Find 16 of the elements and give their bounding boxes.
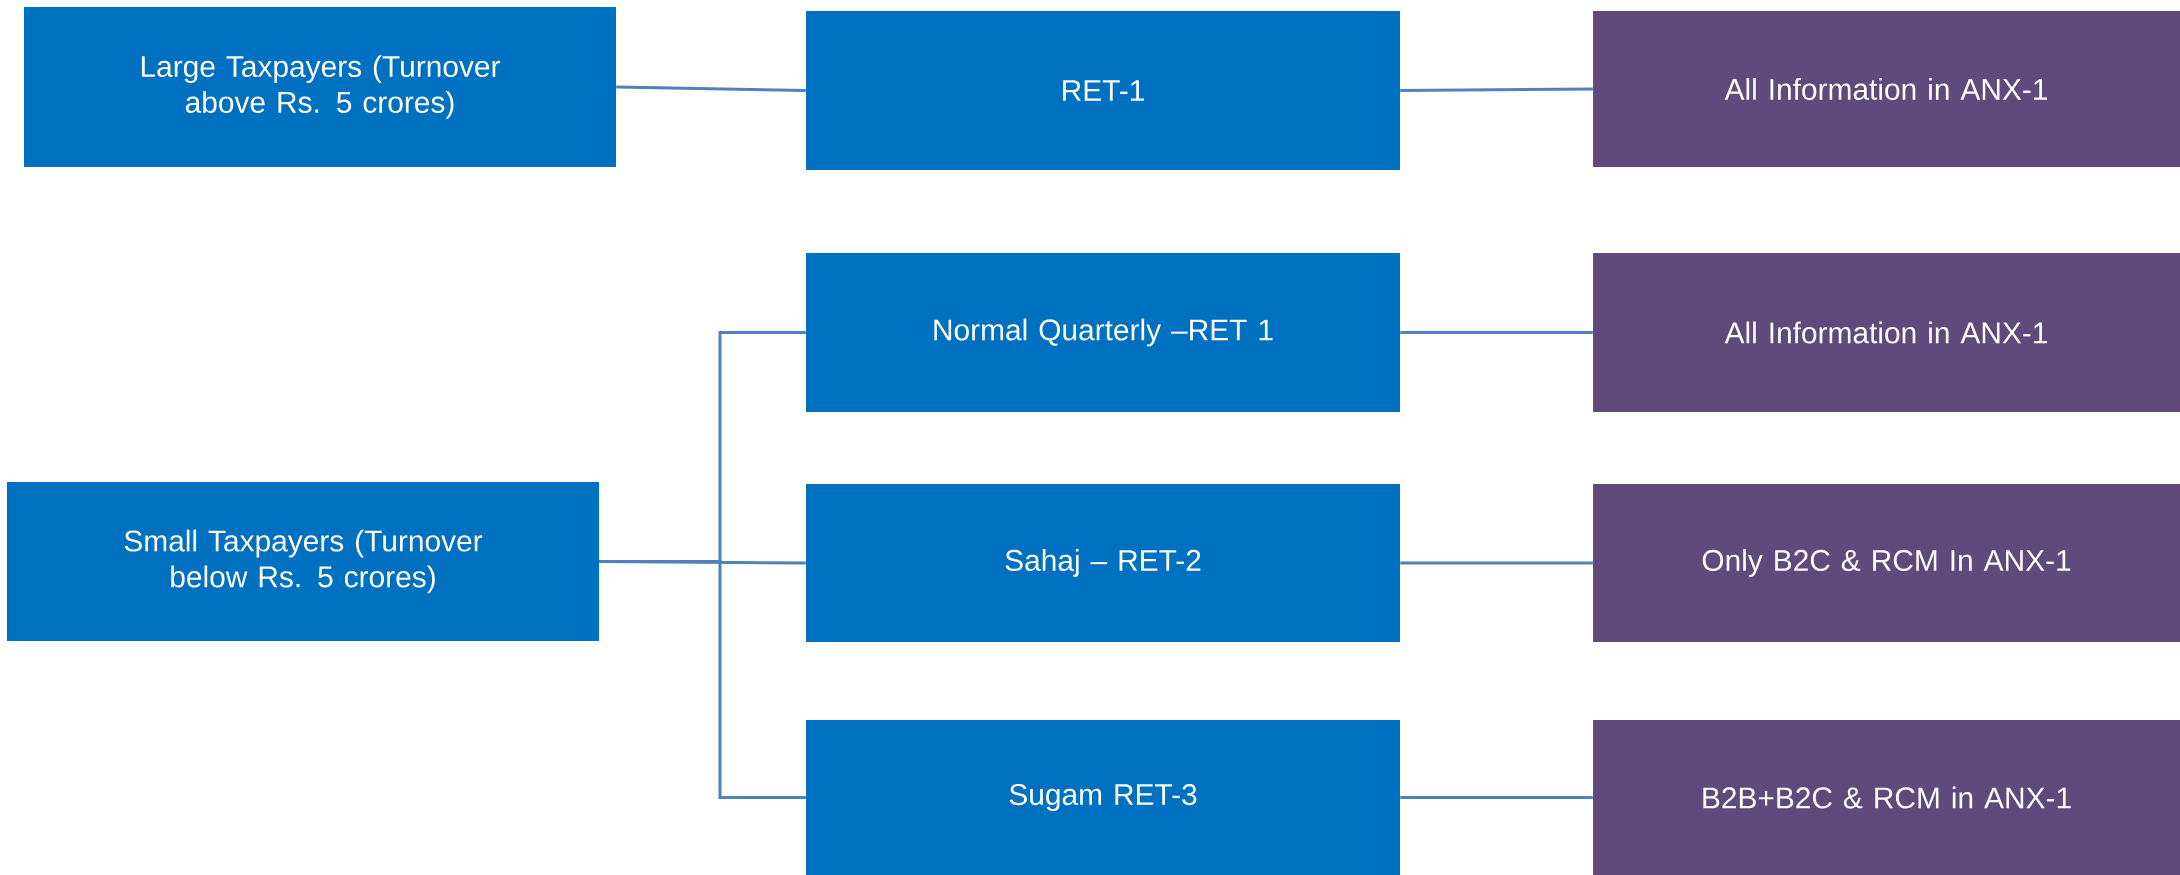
result-box: B2B+B2C & RCM in ANX-1 — [1593, 720, 2180, 875]
process-box: Large Taxpayers (Turnover above Rs. 5 crores) — [24, 7, 616, 167]
connector-line — [1400, 796, 1593, 799]
result-box: Only B2C & RCM In ANX-1 — [1593, 484, 2180, 642]
connector-line — [599, 560, 806, 799]
process-box: RET-1 — [806, 11, 1400, 170]
connector-line — [616, 85, 806, 92]
process-box: Sugam RET-3 — [806, 720, 1400, 875]
process-box: Small Taxpayers (Turnover below Rs. 5 crores) — [7, 482, 599, 641]
result-box: All Information in ANX-1 — [1593, 253, 2180, 412]
process-box: Sahaj – RET-2 — [806, 484, 1400, 642]
connector-line — [1400, 87, 1593, 92]
process-box: Normal Quarterly –RET 1 — [806, 253, 1400, 412]
result-box: All Information in ANX-1 — [1593, 11, 2180, 167]
connector-line — [1400, 561, 1593, 565]
connector-line — [1400, 331, 1593, 334]
